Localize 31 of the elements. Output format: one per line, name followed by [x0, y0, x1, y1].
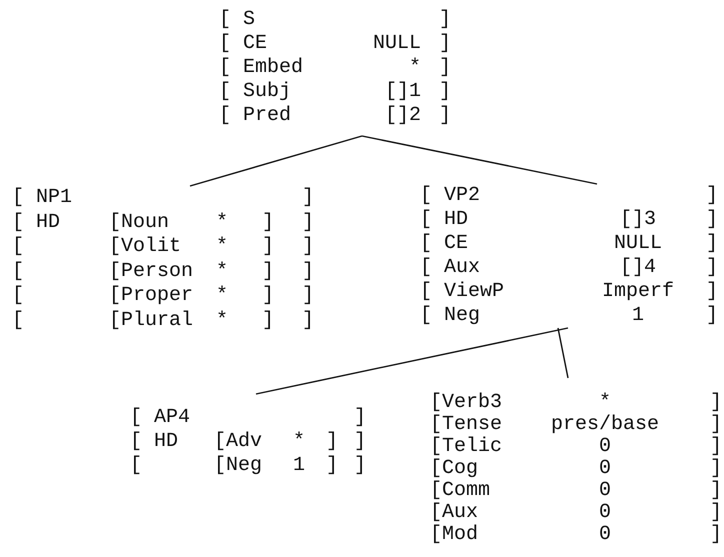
- feature-row: [ [Plural * ] ]: [12, 308, 314, 333]
- feature-row: [ ViewP Imperf ]: [420, 280, 718, 304]
- feature-row: [ VP2 ]: [420, 184, 718, 208]
- feature-row-text: [Cog 0 ]: [430, 458, 724, 480]
- feature-row: [ HD []3 ]: [420, 208, 718, 232]
- feature-row: [ [Proper * ] ]: [12, 284, 314, 308]
- feature-row: [ Aux []4 ]: [420, 256, 718, 280]
- feature-row-text: [Comm 0 ]: [430, 480, 724, 502]
- feature-row: [ Embed * ]: [219, 56, 451, 80]
- feature-row: [ CE NULL ]: [219, 32, 451, 56]
- feature-row: [ HD [Adv * ] ]: [130, 430, 366, 454]
- feature-row: [ AP4 ]: [130, 406, 366, 430]
- feature-row: [ [Person * ] ]: [12, 260, 314, 284]
- feature-row-text: [Tense pres/base ]: [430, 414, 724, 436]
- feature-row: [ S ]: [219, 8, 451, 32]
- tree-branch-line: [362, 135, 598, 185]
- feature-row: [ NP1 ]: [12, 186, 314, 210]
- feature-row: [ Subj []1 ]: [219, 80, 451, 104]
- feature-row: [ Pred []2 ]: [219, 104, 451, 128]
- feature-row: [ Neg 1 ]: [420, 304, 718, 328]
- feature-row-text: [Mod 0 ]: [430, 524, 724, 546]
- tree-branch-line: [557, 328, 569, 378]
- feature-row-text: [Telic 0 ]: [430, 436, 724, 458]
- feature-row-text: [Aux 0 ]: [430, 502, 724, 524]
- feature-row: [ HD [Noun * ] ]: [12, 210, 314, 235]
- feature-row: [ CE NULL ]: [420, 232, 718, 256]
- feature-row-text: [Verb3 * ]: [430, 392, 724, 414]
- feature-row: [ [Neg 1 ] ]: [130, 454, 366, 478]
- tree-branch-line: [190, 135, 362, 187]
- tree-branch-line: [256, 327, 568, 395]
- feature-row: [ [Volit * ] ]: [12, 235, 314, 260]
